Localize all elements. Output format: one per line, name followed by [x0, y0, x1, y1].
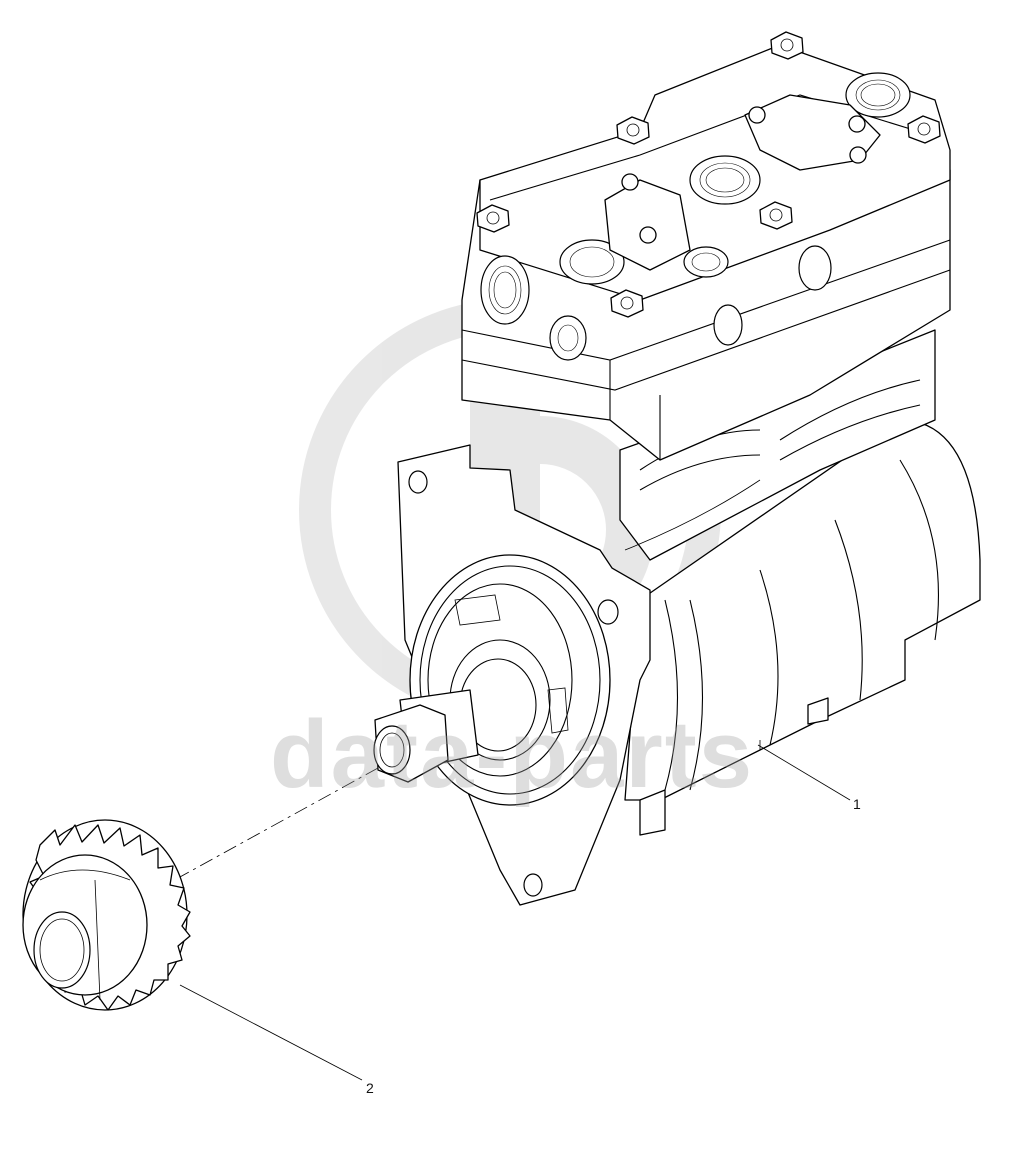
threaded-port [559, 239, 625, 285]
callout-number-2[interactable]: 2 [366, 1080, 374, 1096]
threaded-port [845, 72, 911, 118]
drive-shaft [373, 689, 479, 783]
callout-leader-2 [179, 984, 363, 1081]
hex-bolt [476, 204, 510, 233]
callout-leader-1 [757, 744, 851, 801]
watermark-logo-text: data-parts [270, 701, 755, 808]
hex-bolt [610, 289, 644, 318]
mounting-hole [408, 470, 619, 897]
air-compressor-icon[interactable] [373, 31, 981, 906]
side-port [798, 245, 832, 291]
hex-bolt [616, 116, 650, 145]
side-port [480, 255, 530, 325]
hex-bolt [759, 201, 793, 230]
threaded-port [689, 155, 761, 205]
drive-gear-icon[interactable] [22, 819, 191, 1011]
hex-bolt [770, 31, 804, 60]
side-port [713, 304, 743, 346]
callout-number-1[interactable]: 1 [853, 796, 861, 812]
hex-bolt [907, 115, 941, 144]
cap-screw [621, 106, 867, 244]
side-port [549, 315, 587, 361]
threaded-port [683, 246, 729, 278]
